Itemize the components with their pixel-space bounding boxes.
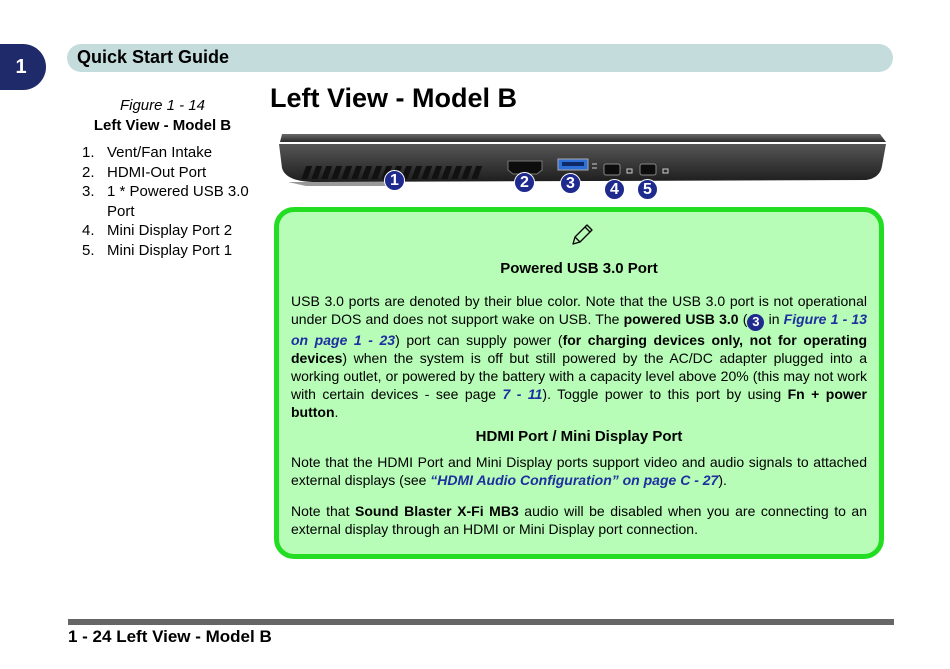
callout-3: 3 (560, 173, 581, 194)
pencil-icon (572, 224, 593, 245)
note-box: Powered USB 3.0 Port USB 3.0 ports are d… (274, 207, 884, 559)
note-paragraph-hdmi: Note that the HDMI Port and Mini Display… (291, 454, 867, 488)
mini-display-port-1 (639, 163, 657, 176)
note-heading-hdmi: HDMI Port / Mini Display Port (475, 428, 683, 445)
laptop-lid (280, 134, 886, 142)
chapter-tab: 1 (0, 44, 46, 90)
note-paragraph-usb: USB 3.0 ports are denoted by their blue … (291, 293, 868, 420)
figure-title: Left View - Model B (93, 117, 232, 134)
figure-caption: Figure 1 - 14 Left View - Model B (80, 97, 245, 134)
footer-page-label: 1 - 24 Left View - Model B (68, 627, 272, 646)
laptop-foot (288, 182, 396, 186)
hdmi-audio-link[interactable]: “HDMI Audio Configuration” on page C - 2… (430, 472, 719, 488)
chapter-number: 1 (15, 55, 27, 78)
figure-link[interactable]: Figure 1 - 13 on page 1 - 23 (291, 311, 868, 348)
figure-number: Figure 1 - 14 (119, 97, 206, 114)
list-item: 3.1 * Powered USB 3.0 Port (82, 183, 249, 220)
callout-4: 4 (604, 179, 625, 200)
list-item: 5.Mini Display Port 1 (82, 241, 233, 259)
laptop-illustration-svg (279, 134, 886, 186)
page-title: Left View - Model B (270, 83, 518, 113)
footer-rule (68, 619, 894, 625)
callout-1: 1 (384, 170, 405, 191)
mini-display-port-2 (603, 163, 621, 176)
page-link[interactable]: 7 - 11 (502, 385, 543, 402)
header-bar: Quick Start Guide (67, 44, 893, 72)
hdmi-port (507, 160, 543, 175)
parts-list: 1.Vent/Fan Intake 2.HDMI-Out Port 3.1 * … (82, 143, 267, 260)
list-item: 1.Vent/Fan Intake (82, 144, 213, 161)
header-title: Quick Start Guide (77, 47, 230, 67)
callout-5: 5 (637, 179, 658, 200)
list-item: 4.Mini Display Port 2 (82, 222, 233, 239)
callout-2: 2 (514, 172, 535, 193)
list-item: 2.HDMI-Out Port (82, 163, 207, 181)
callout-3-inline: 3 (747, 313, 765, 331)
note-paragraph-sound: Note that Sound Blaster X-Fi MB3 audio w… (291, 503, 868, 537)
laptop-left-view-illustration: 1 2 3 4 5 (276, 128, 888, 200)
note-heading-usb: Powered USB 3.0 Port (500, 260, 658, 277)
